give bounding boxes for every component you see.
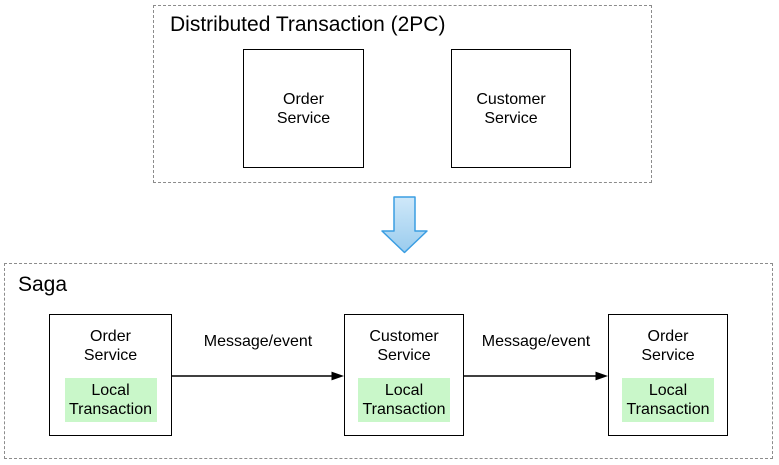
saga-order-service-label-2: Order Service — [641, 328, 695, 364]
local-transaction-box: Local Transaction — [64, 378, 157, 422]
saga-title: Saga — [18, 273, 68, 296]
saga-customer-service-box: Customer Service Local Transaction — [344, 314, 464, 436]
local-transaction-label: Local Transaction — [69, 382, 152, 418]
message-event-label-2: Message/event — [481, 333, 591, 350]
two-pc-customer-service-box: Customer Service — [451, 49, 571, 168]
message-event-label-1: Message/event — [203, 333, 313, 350]
local-transaction-label: Local Transaction — [626, 382, 710, 418]
saga-group: Saga Order Service Local Transaction Mes… — [4, 263, 773, 459]
two-pc-title: Distributed Transaction (2PC) — [170, 13, 446, 36]
two-pc-customer-service-label: Customer Service — [476, 90, 546, 127]
message-event-arrow-2 — [464, 371, 608, 381]
local-transaction-box: Local Transaction — [622, 378, 714, 422]
message-event-arrow-1 — [172, 371, 344, 381]
saga-order-service-label: Order Service — [83, 328, 138, 364]
saga-customer-service-label: Customer Service — [369, 328, 439, 364]
local-transaction-label: Local Transaction — [362, 382, 446, 418]
saga-order-service-box-2: Order Service Local Transaction — [608, 314, 728, 436]
two-pc-order-service-label: Order Service — [276, 90, 331, 127]
two-pc-group: Distributed Transaction (2PC) Order Serv… — [153, 5, 652, 183]
down-arrow-icon — [381, 196, 428, 254]
saga-order-service-box: Order Service Local Transaction — [49, 314, 172, 436]
local-transaction-box: Local Transaction — [358, 378, 450, 422]
two-pc-order-service-box: Order Service — [243, 49, 364, 168]
